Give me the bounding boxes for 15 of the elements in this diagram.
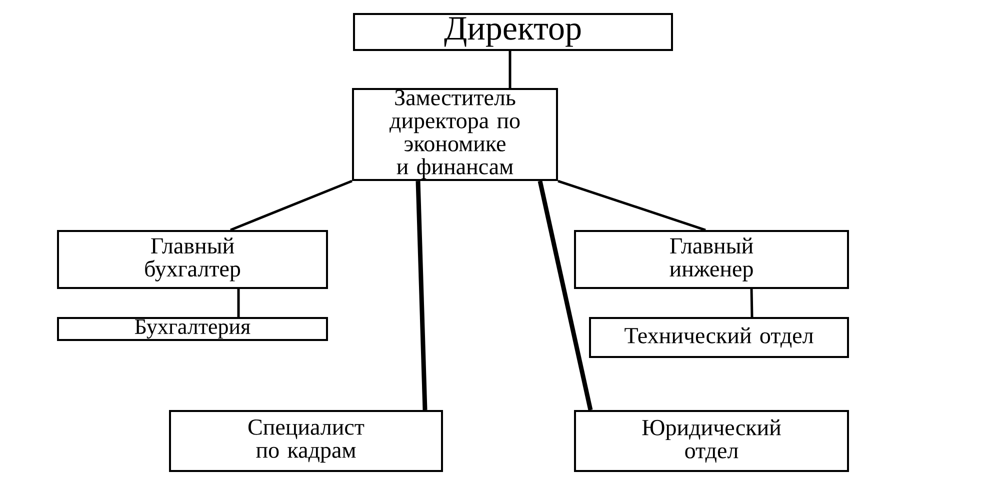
org-box: Технический отдел [589, 317, 849, 358]
org-box: Специалист по кадрам [169, 410, 443, 472]
org-box: Директор [353, 13, 673, 51]
org-box: Главный инженер [574, 230, 849, 289]
org-box: Заместитель директора по экономике и финансам [352, 88, 558, 181]
org-box: Главный бухгалтер [57, 230, 328, 289]
connector-line [230, 180, 352, 232]
org-box: Юридический отдел [574, 410, 849, 472]
connector-line [538, 180, 593, 410]
connector-line [558, 180, 706, 232]
connector-line [237, 289, 240, 317]
connector-line [416, 180, 428, 410]
connector-line [508, 51, 512, 88]
org-box: Бухгалтерия [57, 317, 328, 341]
connector-line [750, 288, 754, 318]
